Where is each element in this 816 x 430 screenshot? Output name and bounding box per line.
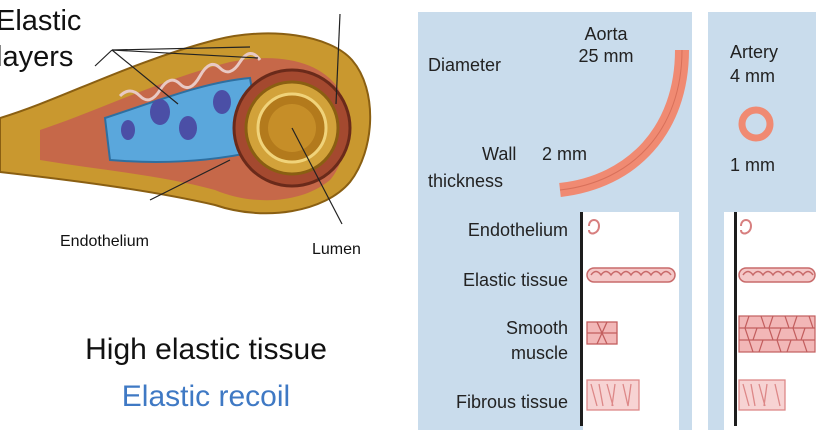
aorta-elastic-sample — [587, 268, 675, 282]
artery-ring — [734, 102, 778, 146]
summary-line-2: Elastic recoil — [0, 380, 412, 414]
aorta-vessel-name: Aorta — [556, 24, 656, 45]
aorta-diameter-label: Diameter — [428, 55, 501, 76]
summary-line-1: High elastic tissue — [0, 333, 412, 367]
artery-wall-value: 1 mm — [730, 155, 775, 176]
elastic-layers-label-line2: layers — [0, 40, 73, 74]
aorta-wall-value: 2 mm — [542, 144, 587, 165]
aorta-fibrous-sample — [587, 380, 639, 410]
lumen-label: Lumen — [312, 241, 361, 259]
artery-tissue-samples — [737, 212, 816, 428]
artery-endothelium-sample — [741, 220, 751, 233]
aorta-tissue-samples — [583, 212, 683, 428]
aorta-endothelium-sample — [589, 220, 599, 233]
tissue-label-elastic: Elastic tissue — [420, 270, 568, 291]
artery-smooth-muscle-sample — [739, 316, 815, 352]
artery-diameter-value: 4 mm — [730, 66, 775, 87]
aorta-diameter-value: 25 mm — [556, 46, 656, 67]
aorta-smooth-muscle-sample — [587, 322, 617, 344]
artery-elastic-sample — [739, 268, 815, 282]
aorta-wall-label-line1: Wall — [482, 144, 516, 165]
endothelial-cell-nucleus — [179, 116, 197, 140]
tissue-label-fibrous: Fibrous tissue — [412, 392, 568, 413]
endothelial-cell-nucleus — [213, 90, 231, 114]
tissue-label-smooth-muscle-line2: muscle — [420, 343, 568, 364]
aorta-wall-label-line2: thickness — [428, 171, 503, 192]
endothelial-cell-nucleus — [150, 99, 170, 125]
artery-fibrous-sample — [739, 380, 785, 410]
elastic-layers-label-line1: Elastic — [0, 4, 81, 38]
endothelium-label: Endothelium — [60, 233, 149, 251]
tissue-label-endothelium: Endothelium — [420, 220, 568, 241]
artery-vessel-name: Artery — [730, 42, 778, 63]
tissue-label-smooth-muscle-line1: Smooth — [420, 318, 568, 339]
endothelial-cell-nucleus — [121, 120, 135, 140]
